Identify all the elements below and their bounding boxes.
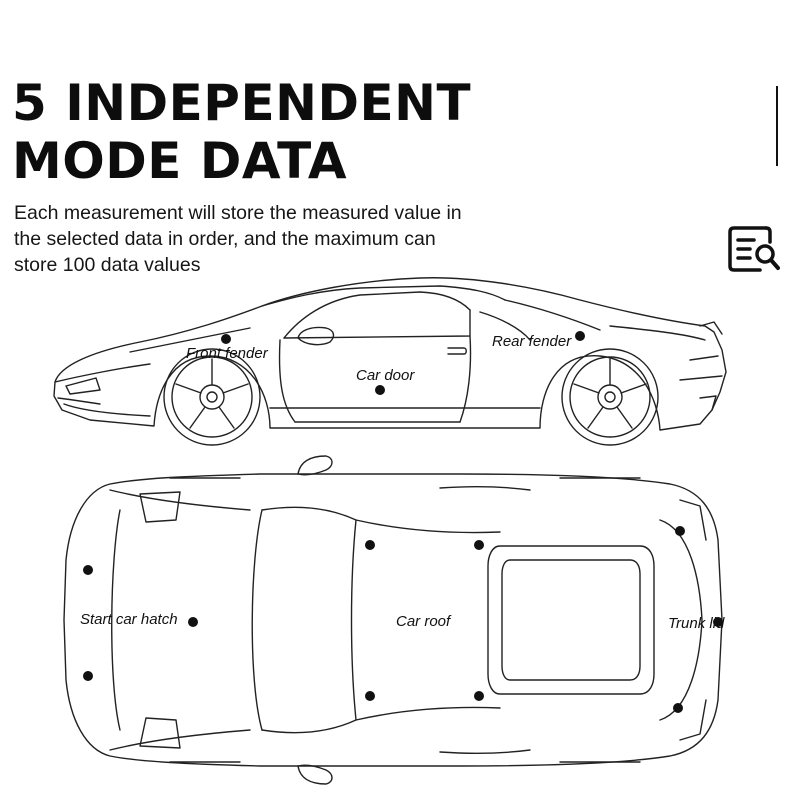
label-front-fender: Front fender — [186, 345, 269, 362]
dot-roof-1 — [365, 540, 375, 550]
label-car-door: Car door — [356, 367, 415, 384]
car-top-view — [63, 455, 723, 785]
dot-front-fender — [221, 334, 231, 344]
dot-roof-3 — [365, 691, 375, 701]
dot-hatch-2 — [188, 617, 198, 627]
headline-line-2: MODE DATA — [12, 132, 348, 190]
document-search-icon — [728, 226, 780, 272]
dot-roof-2 — [474, 540, 484, 550]
description-line-2: the selected data in order, and the maxi… — [14, 228, 436, 250]
dot-trunk-1 — [675, 526, 685, 536]
divider-line — [776, 86, 778, 166]
headline: 5 INDEPENDENT MODE DATA — [12, 74, 471, 190]
dot-trunk-3 — [673, 703, 683, 713]
dot-hatch-1 — [83, 565, 93, 575]
description-line-3: store 100 data values — [14, 254, 201, 276]
dot-hatch-3 — [83, 671, 93, 681]
label-car-roof: Car roof — [396, 613, 452, 630]
dot-car-door — [375, 385, 385, 395]
dot-trunk-2 — [713, 617, 723, 627]
label-rear-fender: Rear fender — [492, 333, 572, 350]
description: Each measurement will store the measured… — [14, 200, 534, 278]
label-start-car-hatch: Start car hatch — [80, 611, 178, 628]
description-line-1: Each measurement will store the measured… — [14, 202, 462, 224]
dot-rear-fender — [575, 331, 585, 341]
label-trunk-lid: Trunk lid — [668, 615, 725, 632]
measurement-points — [83, 331, 723, 713]
car-side-view — [53, 277, 727, 446]
headline-line-1: 5 INDEPENDENT — [12, 74, 472, 132]
dot-roof-4 — [474, 691, 484, 701]
